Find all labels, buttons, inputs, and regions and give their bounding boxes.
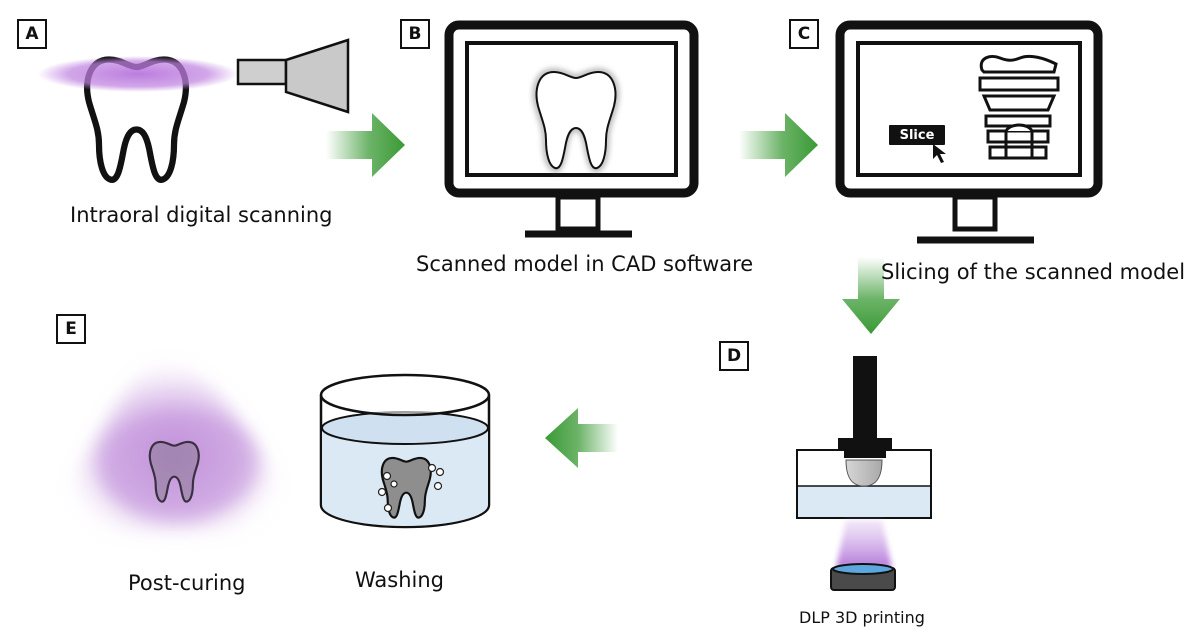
caption-slicing: Slicing of the scanned model (881, 260, 1186, 284)
caption-washing: Washing (355, 568, 445, 592)
arrow-b-to-c (739, 113, 818, 177)
panel-c-monitor (835, 20, 1103, 244)
panel-label-c: C (789, 19, 819, 49)
build-arm (853, 356, 877, 438)
panel-label-a: A (17, 19, 47, 49)
panel-b-monitor (444, 20, 699, 238)
uv-projection-beam (836, 520, 892, 568)
washing-container (319, 373, 491, 529)
panel-label-d: D (719, 341, 749, 371)
printed-tooth-icon (845, 459, 883, 487)
caption-intraoral-scanning: Intraoral digital scanning (70, 203, 333, 227)
panel-label-b: B (400, 19, 430, 49)
post-curing-chamber (69, 360, 278, 534)
sliced-tooth-icon (978, 54, 1060, 160)
scan-light-beam (38, 56, 238, 92)
slice-button: Slice (889, 125, 945, 145)
projector-icon (830, 563, 896, 591)
arrow-d-to-e (545, 408, 618, 468)
arrow-c-to-d (842, 257, 900, 334)
panel-a-illustration (38, 38, 350, 180)
bubbles (377, 463, 445, 513)
caption-cad-software: Scanned model in CAD software (416, 252, 754, 276)
caption-post-curing: Post-curing (128, 571, 246, 595)
cursor-icon (933, 144, 946, 163)
intraoral-scanner-icon (236, 38, 350, 114)
arrow-a-to-b (326, 113, 405, 177)
panel-label-e: E (56, 314, 86, 344)
panel-d-printer (796, 356, 932, 591)
caption-dlp-printing: DLP 3D printing (799, 608, 925, 627)
